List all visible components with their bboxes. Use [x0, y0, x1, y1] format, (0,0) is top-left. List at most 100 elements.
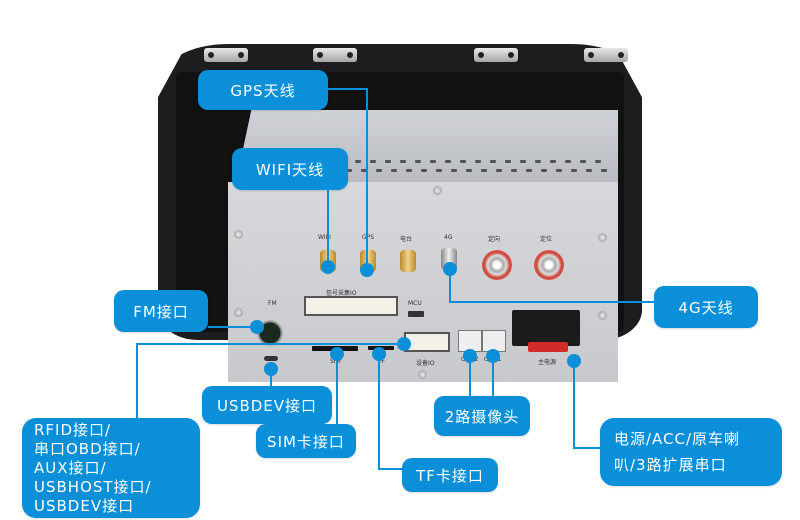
- port-label-sim: SIM: [330, 358, 341, 365]
- port-label-device-io: 设备IO: [416, 360, 435, 367]
- port-label-mcu: MCU: [408, 300, 422, 307]
- mcu-port: [408, 311, 424, 317]
- vent-hole: [355, 160, 361, 163]
- port-label-position: 定位: [540, 236, 553, 243]
- screw: [234, 308, 243, 317]
- callout-usbdev-port: USBDEV接口: [202, 386, 332, 424]
- wifi-leader-line: [327, 190, 329, 266]
- vent-hole: [400, 160, 406, 163]
- signal-io-connector: [304, 296, 398, 316]
- fuse: [528, 342, 568, 352]
- callout-line: USBDEV接口: [34, 496, 135, 515]
- fm-leader-line: [208, 326, 260, 328]
- port-label-gps: GPS: [362, 234, 375, 241]
- port-label-wifi: WIFI: [318, 234, 331, 241]
- vent-hole: [415, 160, 421, 163]
- mount-bracket: [204, 48, 248, 62]
- callout-line: 叭/3路扩展串口: [614, 456, 727, 474]
- usbdev-marker-dot: [264, 362, 278, 376]
- screw: [433, 186, 442, 195]
- box-front-panel: [228, 182, 618, 382]
- direction-bnc-port: [482, 250, 512, 280]
- callout-tf-port: TF卡接口: [402, 458, 498, 492]
- wifi-marker-dot: [321, 260, 335, 274]
- vent-hole: [346, 169, 352, 172]
- vent-hole: [571, 169, 577, 172]
- callout-line: 串口OBD接口/: [34, 439, 141, 458]
- vent-hole: [385, 160, 391, 163]
- screw: [234, 230, 243, 239]
- vent-hole: [391, 169, 397, 172]
- port-label-tf: TF: [378, 358, 386, 365]
- vent-hole: [550, 160, 556, 163]
- port-label-radio: 电台: [400, 236, 413, 243]
- vent-hole: [481, 169, 487, 172]
- fm-marker-dot: [250, 320, 264, 334]
- screw: [418, 370, 427, 379]
- callout-line: 电源/ACC/原车喇: [614, 430, 741, 448]
- vent-hole: [376, 169, 382, 172]
- vent-hole: [520, 160, 526, 163]
- vent-hole: [406, 169, 412, 172]
- usbdev-port: [264, 356, 278, 361]
- vent-hole: [361, 169, 367, 172]
- callout-line: USBHOST接口/: [34, 477, 152, 496]
- callout-line: AUX接口/: [34, 458, 107, 477]
- vent-hole: [466, 169, 472, 172]
- vent-hole: [505, 160, 511, 163]
- tf-leader-line: [378, 352, 380, 470]
- vent-hole: [535, 160, 541, 163]
- vent-hole: [445, 160, 451, 163]
- port-label-signal-io: 信号采集IO: [326, 290, 357, 297]
- main-power-connector: [512, 310, 580, 346]
- radio-antenna-port: [400, 250, 416, 272]
- vent-hole: [541, 169, 547, 172]
- rfid-marker-dot: [397, 337, 411, 351]
- position-bnc-port: [534, 250, 564, 280]
- vent-hole: [421, 169, 427, 172]
- vent-hole: [475, 160, 481, 163]
- gps-leader-line: [366, 88, 368, 270]
- port-label-4g: 4G: [444, 234, 453, 241]
- callout-wifi-antenna: WIFI天线: [232, 148, 348, 190]
- tf-leader-line: [378, 468, 402, 470]
- vent-hole: [511, 169, 517, 172]
- callout-line: RFID接口/: [34, 420, 112, 439]
- port-label-main-power: 主电源: [538, 359, 557, 366]
- cam1-marker-dot: [486, 349, 500, 363]
- tf-marker-dot: [372, 347, 386, 361]
- vent-hole: [436, 169, 442, 172]
- vent-hole: [370, 160, 376, 163]
- gps-leader-line: [328, 88, 367, 90]
- port-label-fm: FM: [268, 300, 277, 307]
- power-marker-dot: [567, 354, 581, 368]
- 4g-leader-line: [449, 301, 655, 303]
- vent-hole: [430, 160, 436, 163]
- vent-hole: [460, 160, 466, 163]
- camera-leader-line: [469, 354, 471, 398]
- callout-rfid-serial-aux-usb: RFID接口/ 串口OBD接口/ AUX接口/ USBHOST接口/ USBDE…: [22, 418, 200, 518]
- rfid-leader-line: [136, 343, 404, 345]
- sim-marker-dot: [330, 347, 344, 361]
- vent-hole: [595, 160, 601, 163]
- vent-hole: [556, 169, 562, 172]
- vent-holes: [340, 160, 610, 180]
- vent-hole: [601, 169, 607, 172]
- screw: [598, 311, 607, 320]
- 4g-leader-line: [449, 268, 451, 302]
- cam2-marker-dot: [463, 349, 477, 363]
- mount-bracket: [474, 48, 518, 62]
- callout-fm-port: FM接口: [114, 290, 208, 332]
- mount-bracket: [313, 48, 357, 62]
- vent-hole: [526, 169, 532, 172]
- vent-hole: [580, 160, 586, 163]
- callout-gps-antenna: GPS天线: [198, 70, 328, 110]
- callout-camera: 2路摄像头: [434, 396, 530, 436]
- port-label-direction: 定向: [488, 236, 501, 243]
- gps-marker-dot: [360, 263, 374, 277]
- vent-hole: [490, 160, 496, 163]
- vent-hole: [565, 160, 571, 163]
- screw: [598, 233, 607, 242]
- power-leader-line: [573, 360, 575, 448]
- sim-leader-line: [336, 352, 338, 428]
